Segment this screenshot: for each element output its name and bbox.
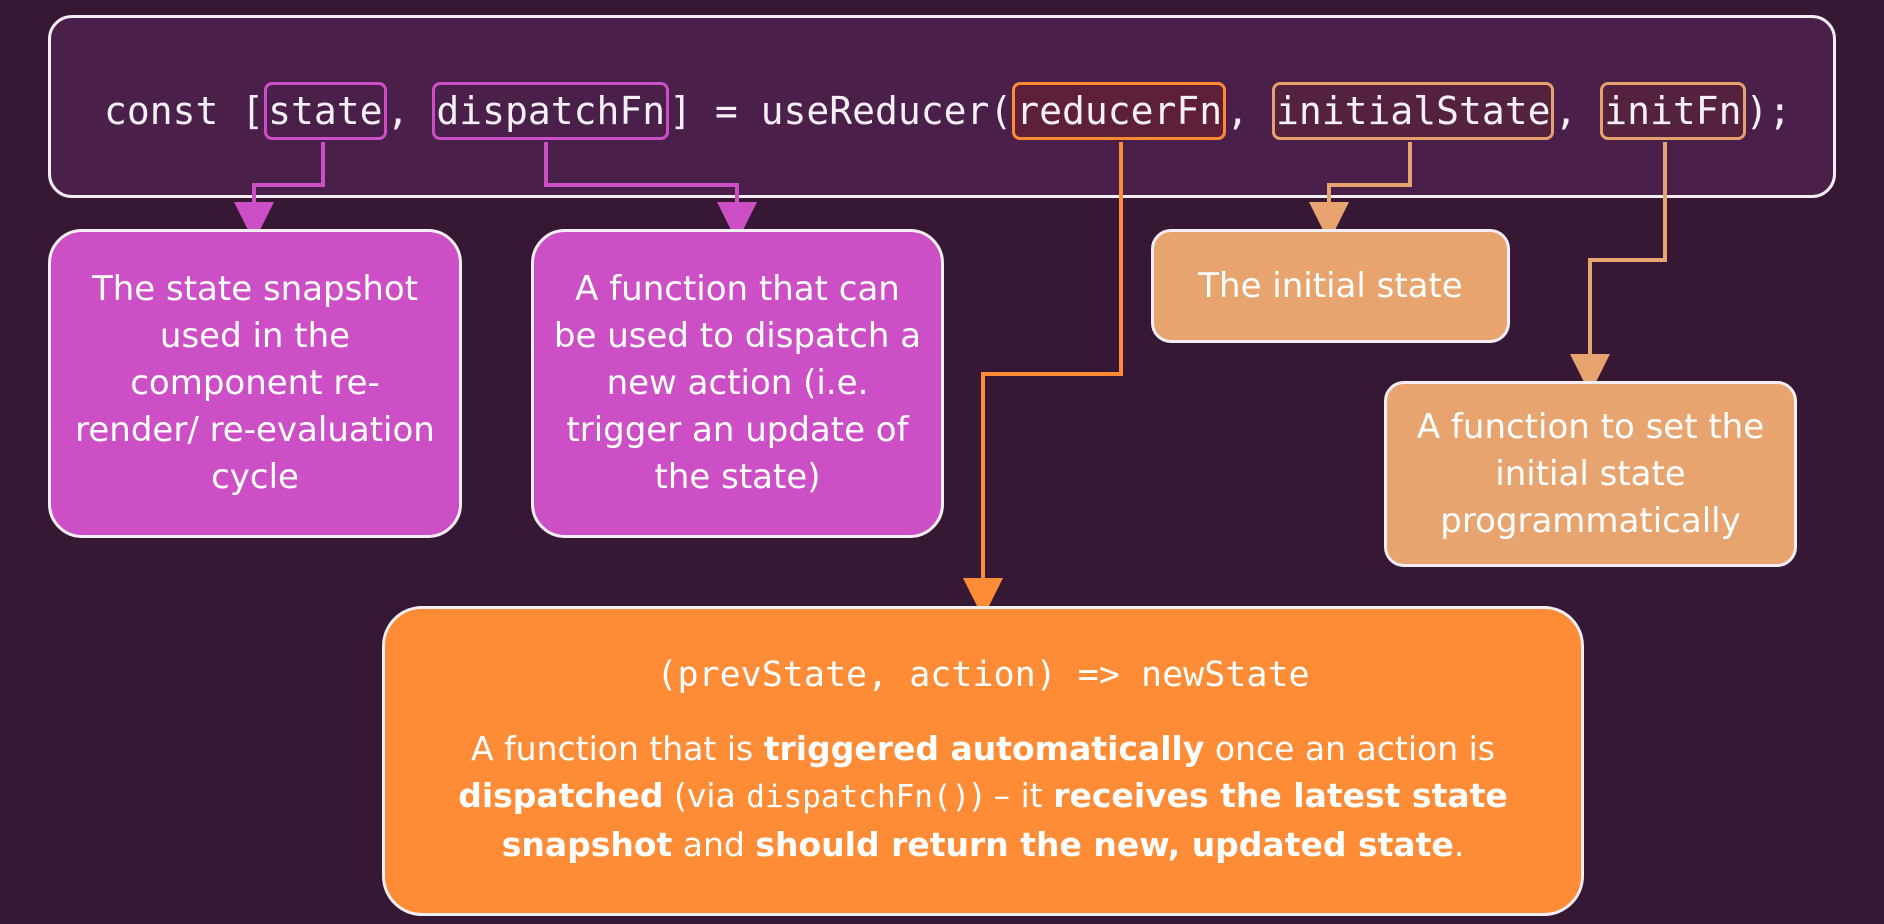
- code-prefix: const [: [104, 89, 265, 133]
- code-comma: ,: [1226, 89, 1272, 133]
- dispatch-description: A function that can be used to dispatch …: [553, 269, 922, 497]
- code-suffix: );: [1745, 89, 1792, 133]
- code-comma: ,: [1554, 89, 1601, 133]
- reducer-connector: [963, 142, 1123, 618]
- dispatch-fn-code: dispatchFn(): [746, 778, 971, 815]
- reducer-bold-text: should return the new, updated state: [755, 824, 1454, 864]
- initial-state-description-box: The initial state: [1151, 229, 1510, 343]
- init-fn-token: initFn: [1600, 82, 1746, 140]
- reducer-text: (via: [663, 775, 747, 815]
- reducer-signature: (prevState, action) => newState: [656, 654, 1310, 695]
- reducer-text: .: [1453, 824, 1465, 864]
- dispatch-fn-token: dispatchFn: [432, 82, 670, 140]
- reducer-fn-token: reducerFn: [1012, 82, 1227, 140]
- reducer-bold-text: receives the latest state snapshot: [501, 775, 1508, 864]
- initial-state-description: The initial state: [1198, 265, 1463, 306]
- reducer-description-box: (prevState, action) => newState A functi…: [382, 606, 1584, 916]
- init-fn-description: A function to set the initial state prog…: [1416, 406, 1765, 541]
- reducer-text: once an action is: [1204, 728, 1495, 768]
- reducer-text: and: [672, 824, 756, 864]
- code-comma: ,: [386, 89, 433, 133]
- dispatch-description-box: A function that can be used to dispatch …: [531, 229, 944, 538]
- initial-state-token: initialState: [1271, 82, 1555, 140]
- state-description: The state snapshot used in the component…: [75, 269, 435, 497]
- state-token: state: [264, 82, 387, 140]
- use-reducer-code-line: const [state, dispatchFn] = useReducer(r…: [104, 82, 1792, 140]
- reducer-description: A function that is triggered automatical…: [423, 725, 1543, 868]
- reducer-bold-text: dispatched: [458, 775, 664, 815]
- reducer-text: ) – it: [970, 775, 1054, 815]
- init-fn-description-box: A function to set the initial state prog…: [1384, 381, 1797, 567]
- state-description-box: The state snapshot used in the component…: [48, 229, 462, 538]
- code-middle: ] = useReducer(: [669, 89, 1013, 133]
- reducer-text: A function that is: [471, 728, 764, 768]
- reducer-bold-text: triggered automatically: [763, 728, 1205, 768]
